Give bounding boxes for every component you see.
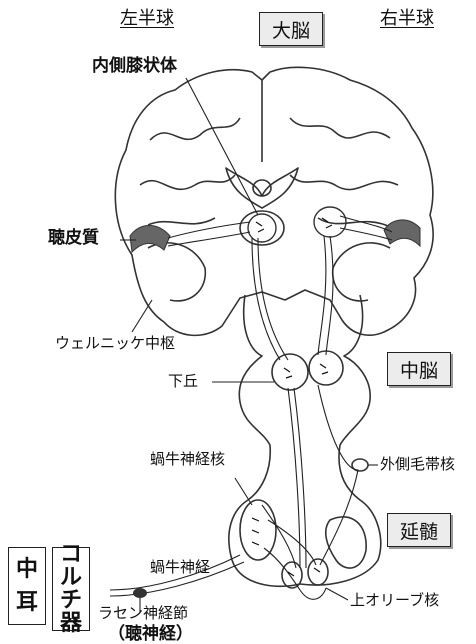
right-hemisphere-label: 右半球 [380,10,434,28]
medulla-box: 延髄 [387,513,451,547]
spiral-ganglion-label: ラセン神経節 [98,606,188,621]
wernicke-label: ウェルニッケ中枢 [55,336,175,351]
cochlea-char-2: ル [60,566,82,589]
mgn-label: 内側膝状体 [92,58,177,75]
mgn-left-shape [248,214,276,242]
cochlear-nucleus-label: 蝸牛神経核 [150,452,225,467]
midbrain-box: 中脳 [387,352,451,386]
left-hemisphere-label: 左半球 [120,10,174,28]
mgn-right-shape [314,207,346,237]
inferior-colliculus-label: 下丘 [168,374,198,389]
cochlea-char-3: チ [60,589,82,612]
auditory-cortex-right [384,220,420,246]
cerebrum-box: 大脳 [259,12,323,46]
cochlea-box: コ ル チ 器 [52,547,90,631]
middle-ear-box: 中 耳 [8,547,46,625]
cochlear-nerve-label: 蝸牛神経 [150,560,210,575]
auditory-cortex-left [130,226,170,253]
auditory-nerve-label: （聴神経） [108,626,193,643]
cochlear-nucleus-shape [240,500,276,560]
middle-ear-char-2: 耳 [16,591,38,614]
auditory-cortex-label: 聴皮質 [48,230,99,247]
cochlea-char-4: 器 [60,612,82,635]
superior-olive-label: 上オリーブ核 [350,593,439,608]
cochlea-char-1: コ [60,543,82,566]
lateral-lemniscus-label: 外側毛帯核 [380,457,455,472]
middle-ear-char-1: 中 [16,558,38,581]
spiral-ganglion-shape [133,588,147,598]
brainstem-outline [229,295,381,586]
